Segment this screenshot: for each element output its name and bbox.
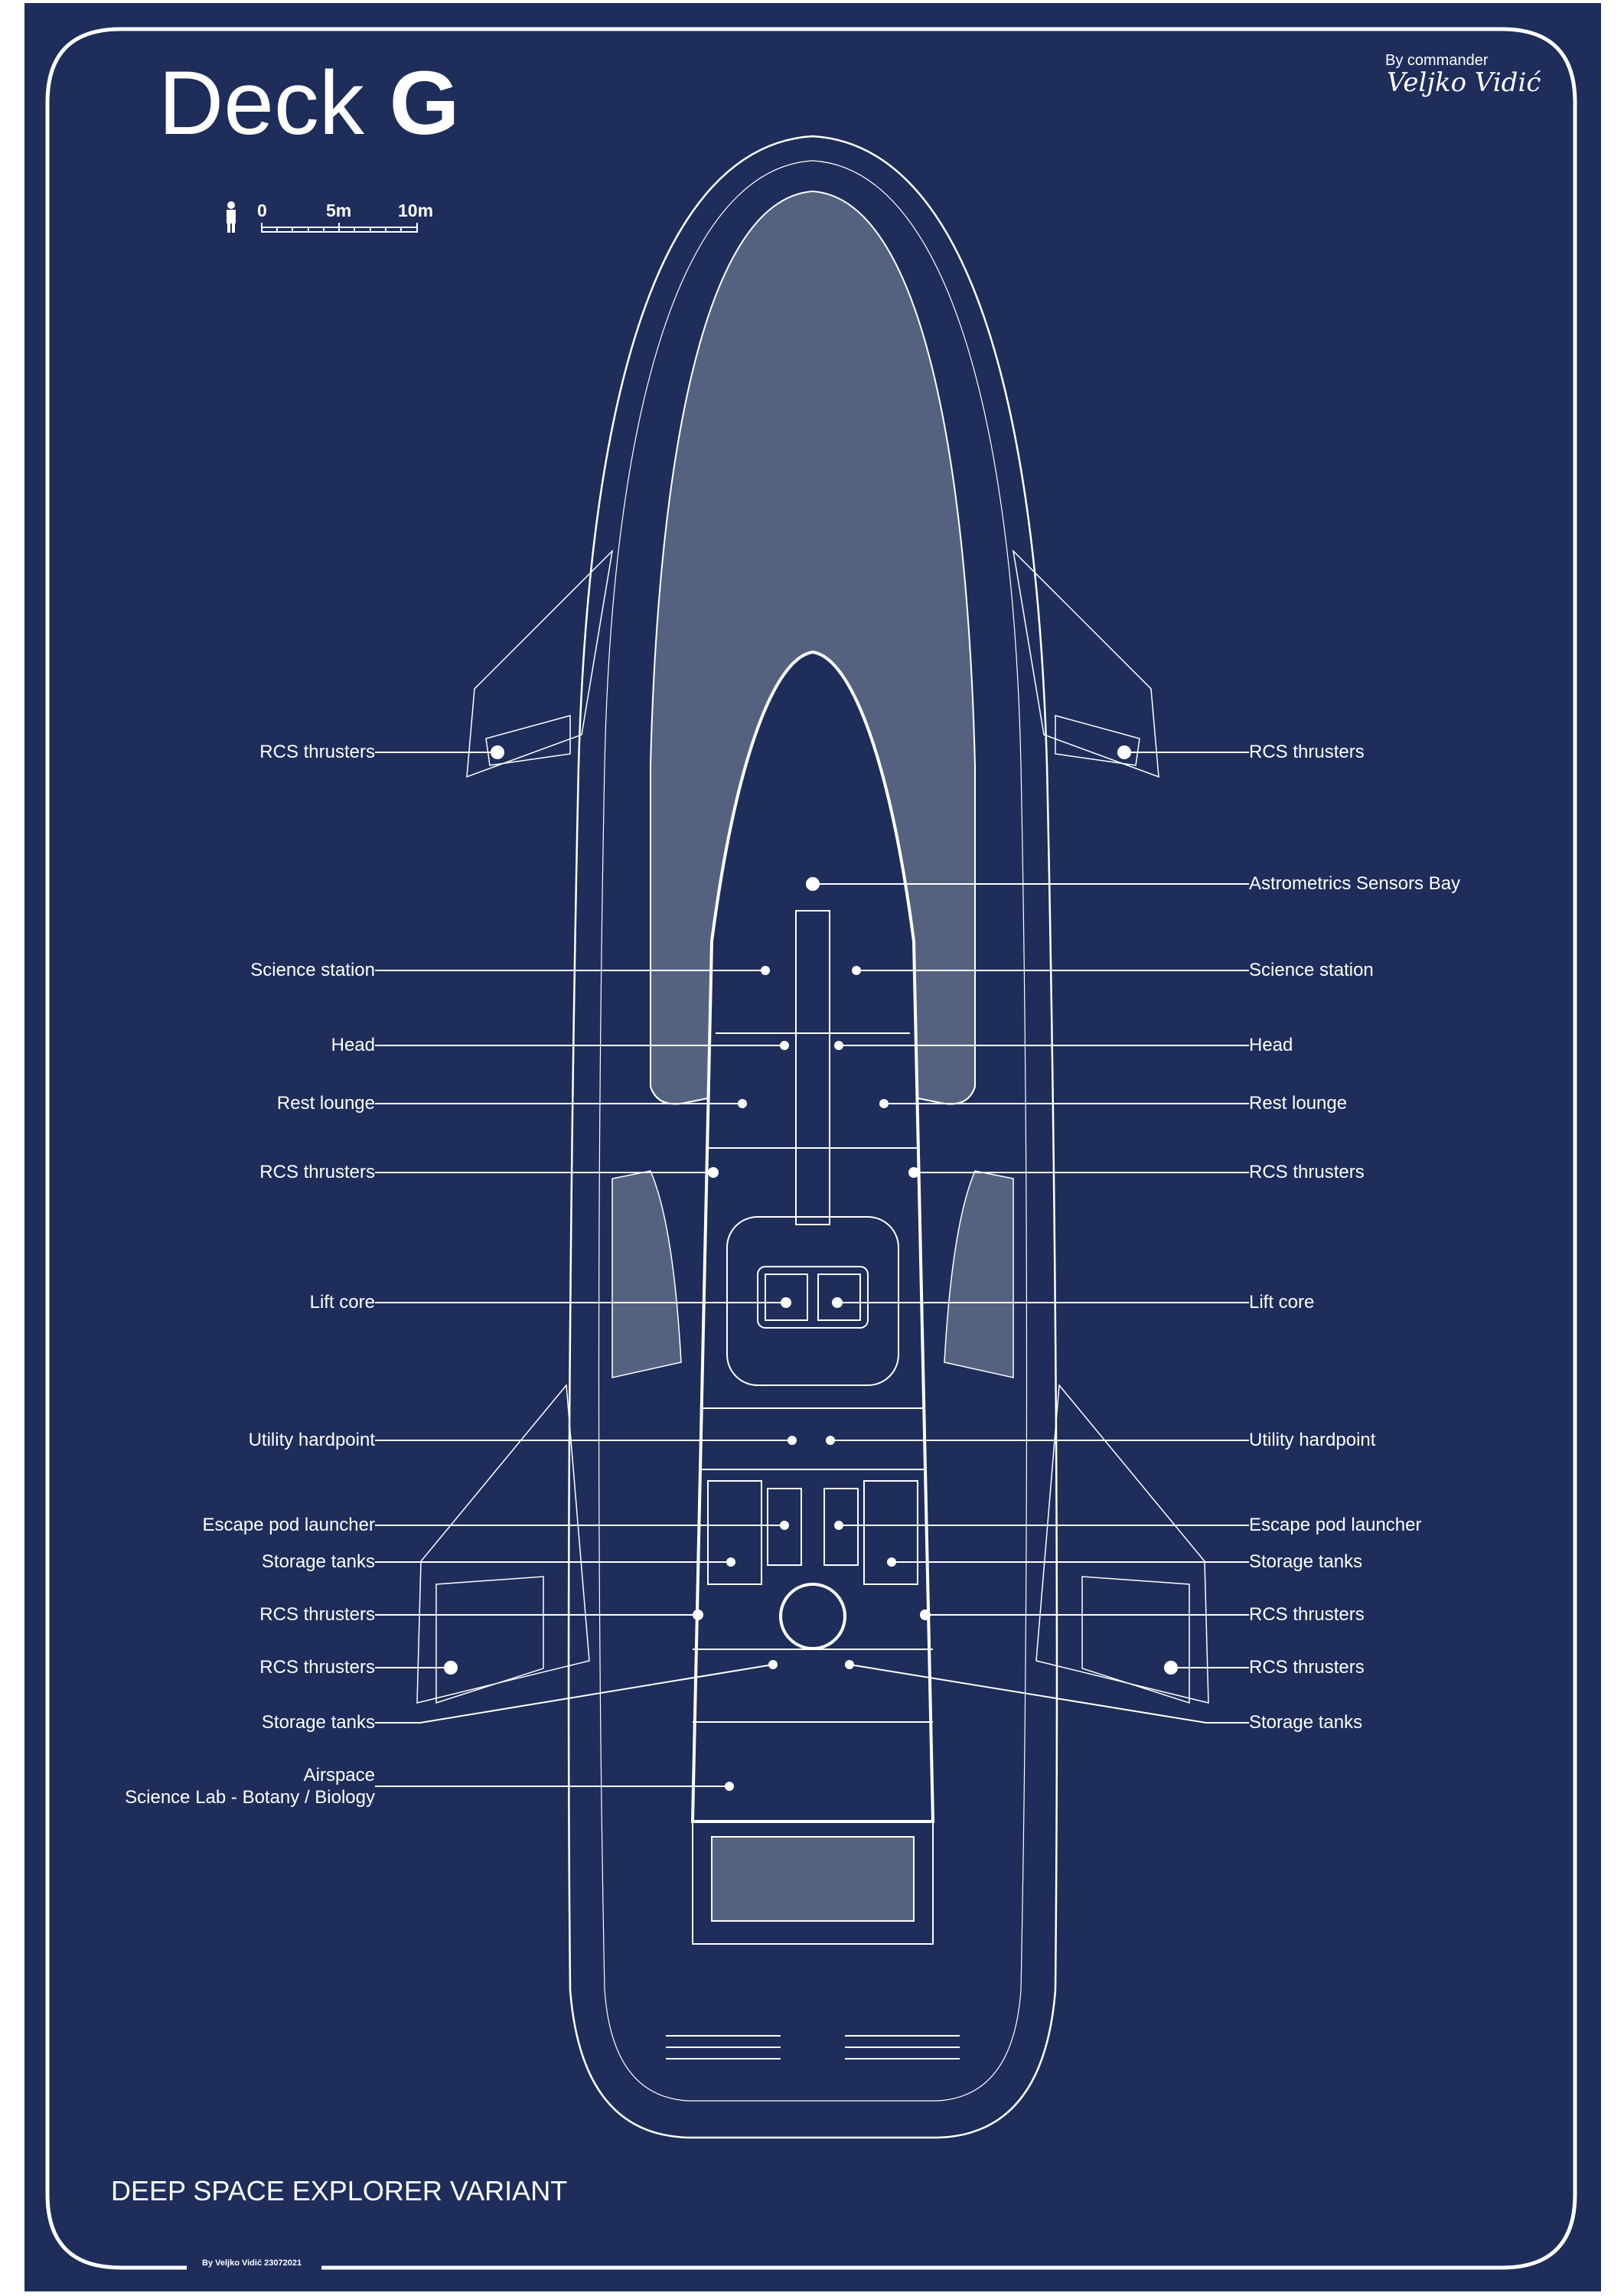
wings (416, 549, 1209, 1704)
label-rcs-thrusters-left-3: RCS thrusters (259, 1604, 375, 1625)
label-rcs-thrusters-right-4: RCS thrusters (1249, 1657, 1365, 1678)
page-title: Deck G (158, 53, 460, 154)
label-science-station-right: Science station (1249, 960, 1374, 980)
label-rest-lounge-left: Rest lounge (276, 1093, 375, 1114)
variant-title: DEEP SPACE EXPLORER VARIANT (111, 2175, 568, 2206)
label-science-station-left: Science station (250, 960, 375, 980)
label-escape-pod-left: Escape pod launcher (202, 1515, 376, 1535)
label-head-left: Head (331, 1035, 375, 1055)
label-rcs-thrusters-left-1: RCS thrusters (259, 742, 375, 762)
label-science-lab: Science Lab - Botany / Biology (125, 1787, 375, 1808)
label-rest-lounge-right: Rest lounge (1249, 1093, 1348, 1114)
canopy-lower-left (611, 1170, 682, 1378)
label-utility-hardpoint-right: Utility hardpoint (1249, 1430, 1376, 1450)
label-storage-tanks-right-2: Storage tanks (1249, 1712, 1363, 1733)
label-lift-core-right: Lift core (1249, 1292, 1315, 1313)
canopy-lower-right (944, 1170, 1014, 1378)
label-storage-tanks-right-1: Storage tanks (1249, 1551, 1363, 1572)
label-airspace: Airspace (303, 1765, 375, 1786)
label-escape-pod-right: Escape pod launcher (1249, 1515, 1422, 1535)
footer-credit: By Veljko Vidić 23072021 (202, 2258, 302, 2268)
scale-tick-0: 0 (257, 201, 267, 220)
label-rcs-thrusters-left-2: RCS thrusters (259, 1162, 375, 1182)
label-rcs-thrusters-right-1: RCS thrusters (1249, 742, 1365, 762)
human-figure-icon (227, 201, 236, 233)
engine-vents (666, 2035, 960, 2060)
leader-lines (375, 752, 1249, 1787)
label-astrometrics-bay: Astrometrics Sensors Bay (1249, 873, 1461, 894)
byline: By commander (1385, 52, 1489, 69)
label-storage-tanks-left-2: Storage tanks (261, 1712, 375, 1733)
label-rcs-thrusters-right-3: RCS thrusters (1249, 1604, 1365, 1625)
scale-tick-5m: 5m (326, 201, 352, 220)
outer-hull (567, 135, 1058, 2139)
label-rcs-thrusters-right-2: RCS thrusters (1249, 1162, 1365, 1182)
scale-tick-10m: 10m (398, 201, 434, 220)
label-storage-tanks-left-1: Storage tanks (261, 1551, 375, 1572)
label-head-right: Head (1249, 1035, 1293, 1055)
label-rcs-thrusters-left-4: RCS thrusters (259, 1657, 375, 1678)
label-dots (725, 966, 896, 1791)
frame-border (45, 27, 1577, 2270)
signature: Veljko Vidić (1387, 67, 1541, 98)
label-utility-hardpoint-left: Utility hardpoint (248, 1430, 375, 1450)
interior-structures (692, 877, 934, 1945)
scale-bar (261, 223, 418, 233)
label-lift-core-left: Lift core (309, 1292, 375, 1313)
